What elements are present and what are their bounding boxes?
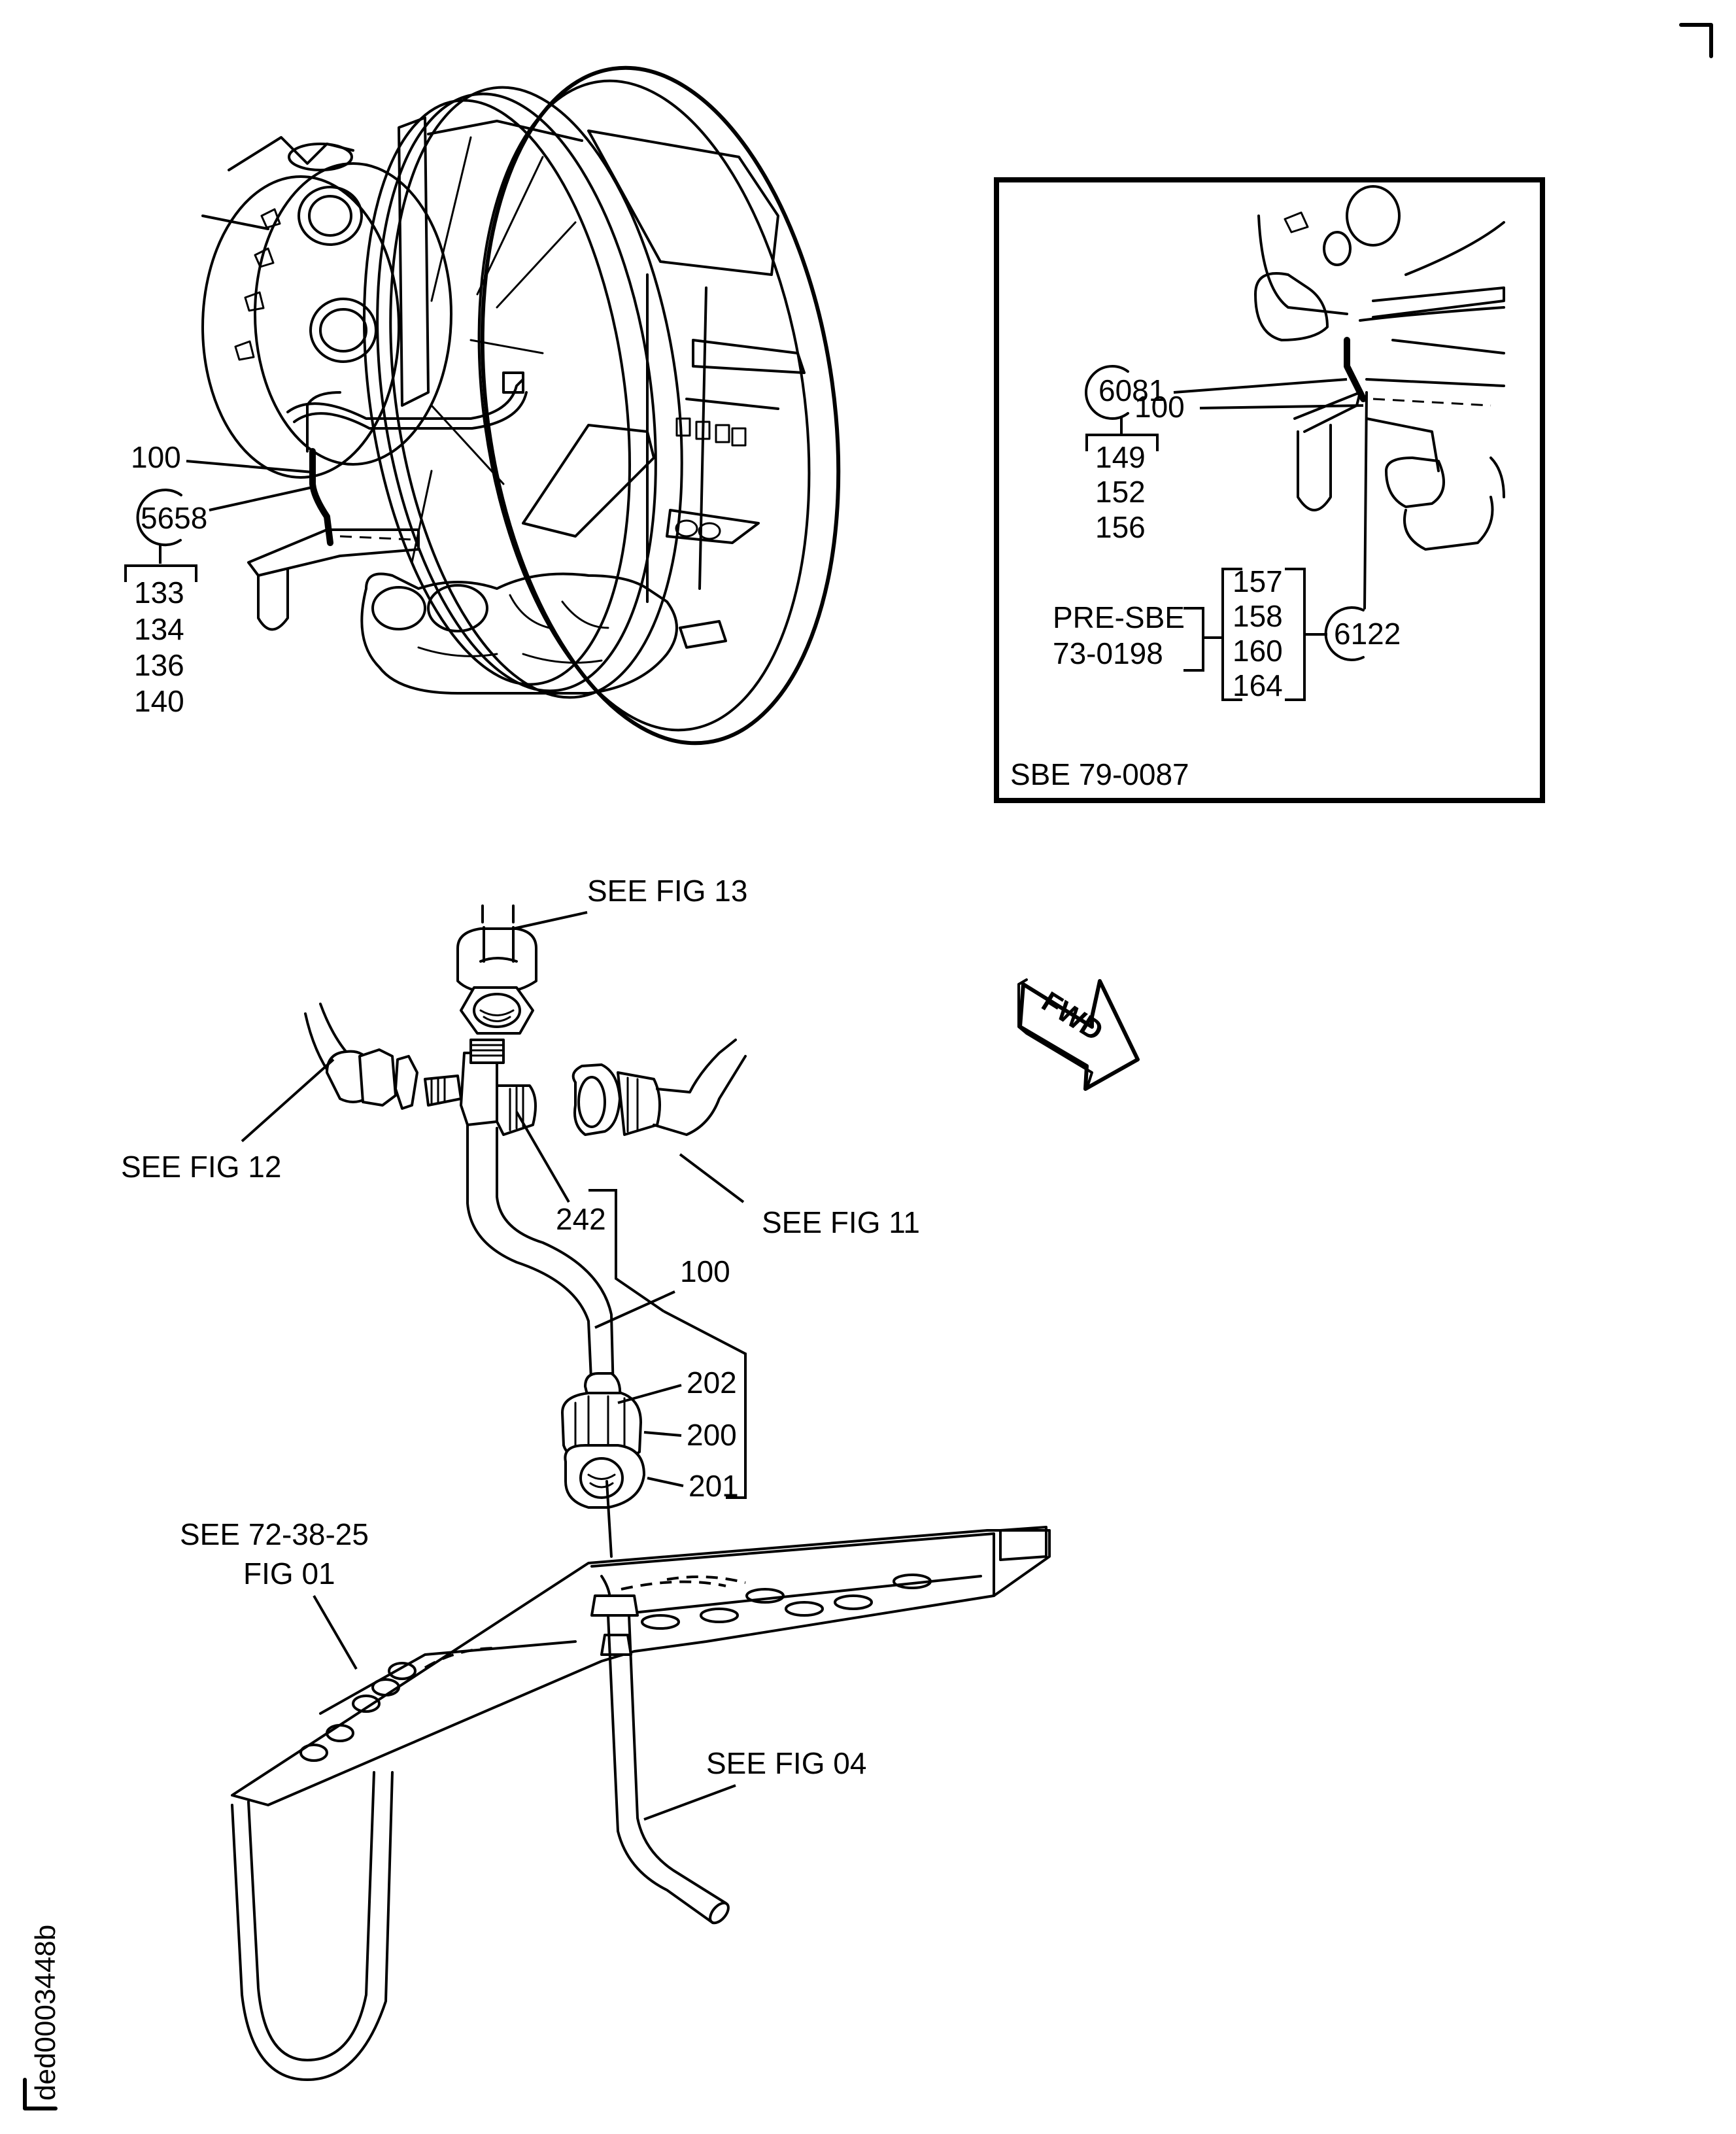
exploded-illustration	[231, 904, 1051, 2081]
pre-sbe-label: PRE-SBE	[1053, 600, 1185, 634]
item-156: 156	[1095, 510, 1146, 544]
ref-see-fig-12: SEE FIG 12	[121, 1150, 281, 1184]
ref-see-72-38-25: SEE 72-38-25	[180, 1517, 369, 1551]
item-136: 136	[134, 648, 184, 682]
exploded-callouts: SEE FIG 13 SEE FIG 12 242 SEE FIG 11 100…	[121, 874, 920, 1821]
inset-frame	[994, 177, 1545, 803]
main-callouts: 100 5658 133 134 136 140	[124, 440, 313, 718]
item-158: 158	[1233, 599, 1283, 633]
ref-see-fig-13: SEE FIG 13	[587, 874, 747, 908]
pre-sbe-items: 157 158 160 164	[1233, 564, 1283, 702]
inset-illustration	[1254, 185, 1505, 610]
crop-mark-top-right	[1679, 23, 1713, 58]
callout-circle-6081: 6081	[1098, 373, 1165, 407]
inset-detail: 6081 100 149 152 156 PRE-SBE 73-0198 157…	[994, 177, 1545, 803]
forward-direction-arrow: FWD	[1017, 978, 1140, 1091]
callout-242: 242	[556, 1202, 606, 1236]
tube-100-main	[309, 448, 333, 546]
ref-see-fig-04: SEE FIG 04	[706, 1746, 866, 1780]
drawing-id: ded0003448b	[29, 1925, 61, 2101]
ref-see-fig-11: SEE FIG 11	[762, 1205, 920, 1239]
main-bracket-items: 133 134 136 140	[134, 576, 184, 718]
item-149: 149	[1095, 440, 1146, 474]
callout-201: 201	[689, 1469, 739, 1503]
engine-illustration	[201, 65, 841, 746]
item-133: 133	[134, 576, 184, 610]
crop-mark-bottom-left	[23, 2078, 58, 2110]
callout-200: 200	[687, 1418, 737, 1452]
item-157: 157	[1233, 564, 1283, 598]
callout-100-main: 100	[131, 440, 181, 474]
callout-202: 202	[687, 1366, 737, 1400]
callout-circle-6122: 6122	[1334, 617, 1401, 651]
pre-sbe-number: 73-0198	[1053, 636, 1163, 670]
item-160: 160	[1233, 634, 1283, 668]
item-140: 140	[134, 684, 184, 718]
item-152: 152	[1095, 475, 1146, 509]
inset-caption: SBE 79-0087	[1010, 757, 1189, 791]
item-164: 164	[1233, 668, 1283, 702]
ref-fig-01: FIG 01	[243, 1557, 335, 1591]
callout-circle-5658: 5658	[141, 501, 207, 535]
inset-callout-100: 100	[1134, 390, 1185, 424]
item-134: 134	[134, 612, 184, 646]
callout-100-exploded: 100	[680, 1254, 730, 1288]
inset-top-items: 149 152 156	[1095, 440, 1146, 544]
